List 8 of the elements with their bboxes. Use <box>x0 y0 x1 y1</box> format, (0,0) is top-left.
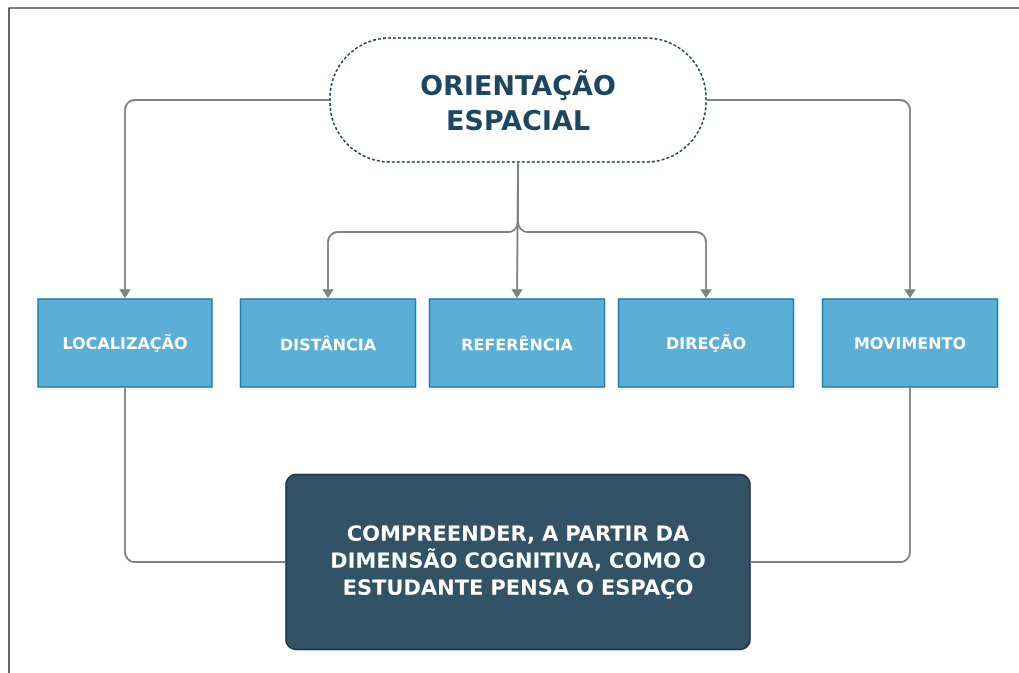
category-box: DIREÇÃO <box>617 298 795 388</box>
category-box: REFERÊNCIA <box>428 298 606 388</box>
connector <box>124 386 287 563</box>
category-box: LOCALIZAÇÃO <box>37 298 213 388</box>
connector <box>749 386 911 563</box>
category-box: MOVIMENTO <box>821 298 999 388</box>
category-box: DISTÂNCIA <box>239 298 417 388</box>
goal-box: COMPREENDER, A PARTIR DA DIMENSÃO COGNITIVA, COMO O ESTUDANTE PENSA O ESPAÇO <box>285 473 751 651</box>
